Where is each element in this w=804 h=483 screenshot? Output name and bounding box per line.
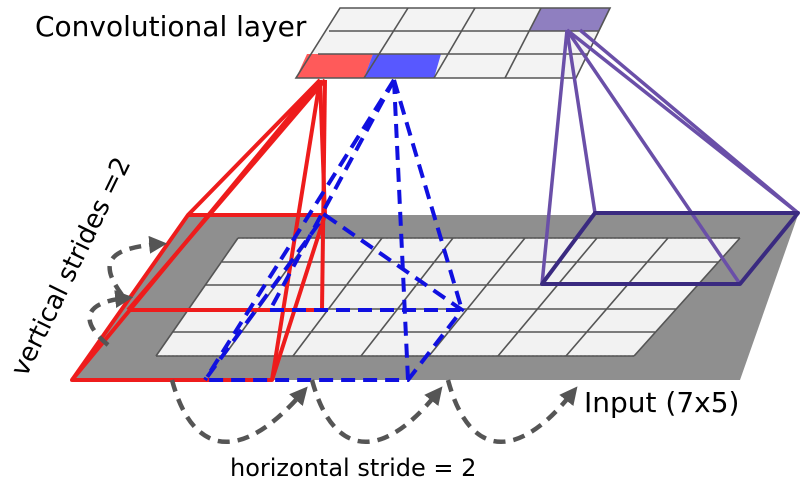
horizontal-stride-label: horizontal stride = 2 xyxy=(230,454,476,482)
stride-arrow-2 xyxy=(309,379,443,445)
conv-cell-purple xyxy=(530,8,610,31)
conv-cell-blue xyxy=(364,54,441,78)
vstride-arrow-2 xyxy=(107,235,168,297)
conv-layer-label: Convolutional layer xyxy=(35,10,307,43)
input-cells xyxy=(156,238,740,356)
blue-receptive-field xyxy=(201,78,465,382)
red-receptive-field xyxy=(70,78,327,382)
purple-receptive-field xyxy=(540,28,800,286)
input-grid xyxy=(72,215,798,380)
stride-arrow-3 xyxy=(445,379,578,445)
vertical-stride-arrows xyxy=(87,235,168,347)
input-label: Input (7x5) xyxy=(584,386,739,419)
conv-cell-red xyxy=(296,54,373,78)
horizontal-stride-arrows xyxy=(169,379,578,445)
stride-arrow-1 xyxy=(169,379,308,445)
vstride-arrow-1 xyxy=(87,290,134,347)
